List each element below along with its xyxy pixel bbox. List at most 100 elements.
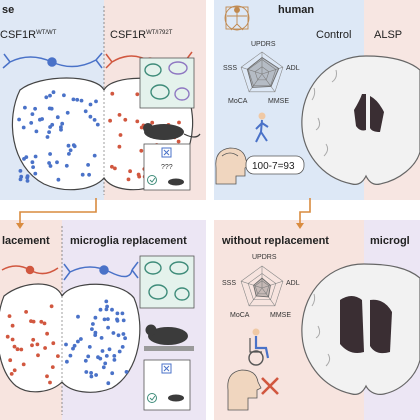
microglia-dot-bottom-left [39,319,44,324]
microglia-dot-top-left [83,109,88,114]
microglia-dot-bottom-right [116,333,121,338]
microglia-dot-bottom-right [91,322,95,326]
microglia-dot-top-left [59,127,63,132]
radar-axis [248,287,263,306]
microglia-dot-bottom-right [104,307,109,312]
microglia-dot-bottom-right [86,354,91,359]
microglia-dot-top-left [48,93,52,98]
microglia-dot-top-left [44,95,49,100]
genotype-mut-label: CSF1RWT/I792T [110,29,173,41]
microglia-dot-top-left [30,160,35,165]
microglia-dot-bottom-left [12,344,17,349]
microglia-dot-top-left [18,177,23,182]
microglia-dot-bottom-left [31,319,36,324]
microglia-dot-bottom-right [76,339,80,344]
radar-grid-ring [247,273,277,301]
microglia-dot-bottom-right [89,374,94,379]
microglia-dot-top-left [80,172,85,177]
microglia-dot-bottom-right [102,317,107,322]
microglia-dot-bottom-right [100,349,105,353]
microglia-dot-bottom-right [111,331,116,335]
radar-axis [261,66,284,75]
radar-grid-ring [254,280,270,295]
microglia-dot-bottom-right [68,353,73,358]
microglia-dot-top-left [86,163,90,167]
microglia-dot-bottom-right [117,349,122,354]
microglia-dot-top-left [29,121,34,125]
microglia-dot-top-right [128,169,133,174]
microglia-dot-top-left [50,122,55,127]
microglia-dot-top-right [137,174,142,179]
microglia-dot-bottom-right [112,358,117,362]
microglia-dot-top-left [51,90,56,95]
control-label: Control [316,29,351,41]
microglia-dot-top-right [139,125,144,130]
head-impaired-icon [227,369,262,411]
microglia-dot-bottom-right [106,381,111,386]
microglia-dot-bottom-right [93,315,98,320]
microglia-dot-top-right [126,177,131,182]
microglia-dot-bottom-left [35,342,40,347]
connector-arrow-left [19,198,97,226]
connector-arrow-right [299,198,311,226]
microglia-dot-bottom-right [83,358,88,363]
wheelchair-user-icon [248,328,270,366]
microglia-dot-bottom-right [121,318,126,323]
scale-label-mmse: MMSE [268,98,289,105]
microglia-dot-bottom-right [107,347,112,352]
microglia-dot-top-right [117,144,122,149]
microglia-dot-top-left [67,152,71,156]
scale-label-moca: MoCA [228,98,248,105]
microglia-dot-top-left [68,148,73,153]
microglia-title-fragment: microgl [370,235,410,247]
neuron-rescued-icon [63,261,139,281]
microglia-dot-bottom-left [12,368,17,373]
microglia-dot-bottom-right [87,345,92,349]
mouse-icon [143,123,201,140]
microglia-dot-top-right [135,119,140,124]
microglia-dot-top-left [75,97,80,102]
microglia-dot-top-left [31,165,35,170]
without-replacement-title: without replacement [221,235,329,247]
microglia-dot-top-left [47,161,51,165]
microglia-dot-bottom-left [42,321,47,326]
microglia-dots-bottom [5,299,129,386]
microglia-dot-top-left [88,114,93,119]
microglia-dot-bottom-right [72,343,77,348]
microglia-dot-top-left [62,93,66,98]
mouse-brain-section-bottom [0,283,141,393]
microglia-dot-bottom-right [64,342,68,347]
microglia-dot-bottom-right [96,355,100,360]
replacement-title-fragment: lacement [2,235,50,247]
microglia-dot-bottom-left [10,323,15,328]
microglia-dot-top-left [94,99,98,104]
radar-axis [261,280,284,289]
microglia-dot-top-left [48,152,52,156]
microglia-dot-bottom-right [105,304,109,309]
microglia-dot-bottom-right [121,332,126,336]
microglia-dot-top-right [150,120,155,125]
microglia-dot-top-left [49,106,54,111]
microglia-dot-top-left [33,106,37,111]
microglia-dot-bottom-left [9,372,14,376]
microglia-dot-bottom-right [103,361,108,366]
question-text: ??? [161,164,173,171]
behaviour-test-box [143,143,191,191]
microglia-dot-top-right [110,91,115,96]
neuron-mut-bottom-icon [1,265,59,275]
radar-grid-ring [240,51,284,93]
microglia-dot-top-right [108,118,112,123]
microglia-dot-bottom-right [120,345,125,349]
math-text: 100-7=93 [252,161,295,172]
walking-person-icon [255,112,269,143]
microglia-dot-bottom-left [31,337,36,342]
alsp-label: ALSP [374,29,402,41]
microglia-dot-bottom-left [51,341,56,346]
microglia-dot-bottom-left [24,310,28,314]
microglia-dot-top-right [118,133,123,137]
neuron-wt-icon [2,52,103,69]
microglia-dot-bottom-left [50,365,55,369]
microglia-dot-top-left [34,129,39,134]
microglia-dot-bottom-right [71,346,75,351]
scale-label-adl-bottom: ADL [286,280,300,287]
